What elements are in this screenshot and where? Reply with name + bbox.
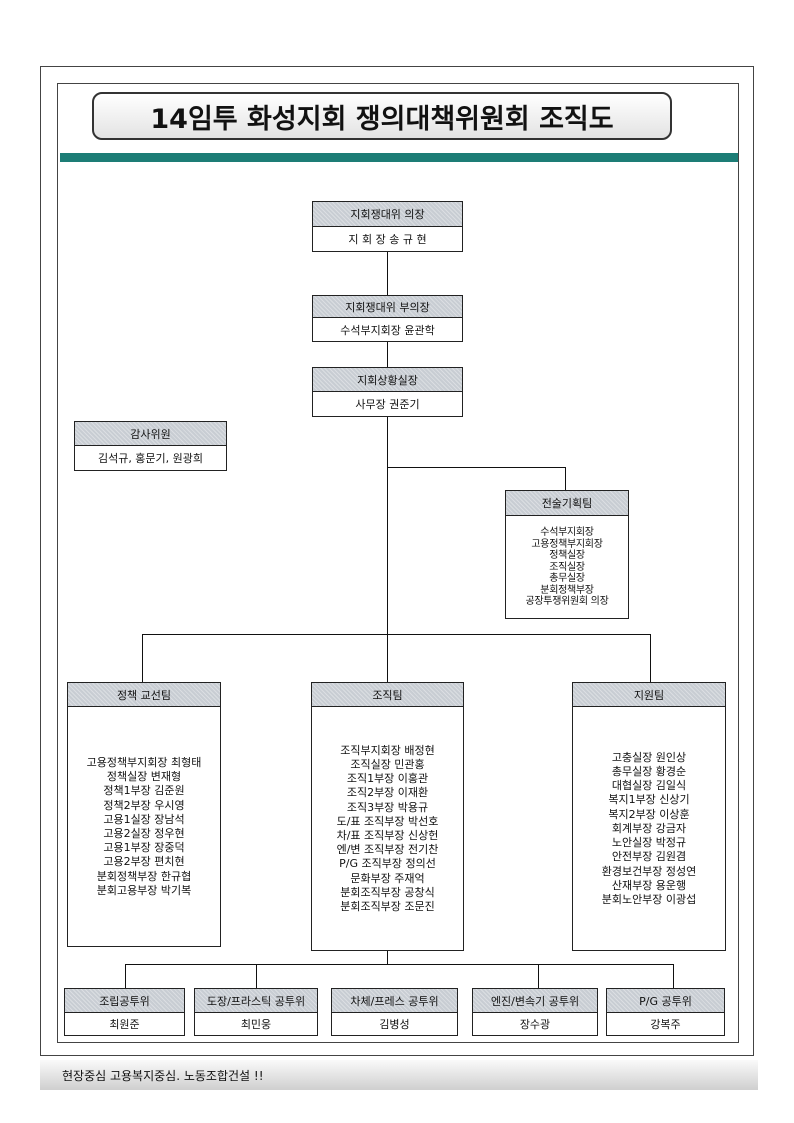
sub-committee-role: 도장/프라스틱 공투위 (195, 989, 317, 1013)
sub-committee-role: 조립공투위 (65, 989, 184, 1013)
list-item: 복지2부장 이상훈 (608, 807, 690, 821)
situation-name: 사무장 권준기 (355, 398, 420, 411)
audit-role: 감사위원 (75, 422, 226, 446)
list-item: 차/표 조직부장 신상헌 (336, 829, 439, 842)
org-team-box: 조직팀 조직부지회장 배정현 조직실장 민관홍 조직1부장 이홍관 조직2부장 … (311, 682, 464, 951)
connector (650, 634, 651, 682)
org-team-members: 조직부지회장 배정현 조직실장 민관홍 조직1부장 이홍관 조직2부장 이재환 … (312, 707, 463, 951)
connector (142, 634, 650, 635)
list-item: 조직실장 (549, 561, 585, 573)
list-item: 고용2부장 편치현 (103, 855, 185, 869)
list-item: 총무실장 (549, 573, 585, 585)
list-item: 도/표 조직부장 박선호 (336, 814, 439, 828)
list-item: 분회정책부장 한규협 (96, 869, 192, 883)
strategy-team-role: 전술기획팀 (506, 491, 628, 516)
sub-committee-name: 김병성 (379, 1018, 410, 1031)
list-item: 조직실장 민관홍 (350, 757, 425, 771)
sub-committee-role: P/G 공투위 (607, 989, 724, 1013)
list-item: 고용2실장 정우현 (103, 827, 185, 840)
audit-box: 감사위원 김석규, 홍문기, 원광희 (74, 421, 227, 471)
list-item: 정책1부장 김준원 (103, 784, 185, 798)
support-team-members: 고충실장 원인상 총무실장 황경순 대협실장 김일식 복지1부장 신상기 복지2… (573, 707, 725, 951)
list-item: 문화부장 주재억 (350, 871, 425, 885)
title-underline (60, 153, 738, 162)
chair-box: 지회쟁대위 의장 지 회 장 송 규 현 (312, 201, 463, 252)
strategy-team-members: 수석부지회장 고용정책부지회장 정책실장 조직실장 총무실장 분회정책부장 공장… (506, 516, 628, 619)
sub-committee-role: 엔진/변속기 공투위 (473, 989, 597, 1013)
sub-committee-pg: P/G 공투위 강복주 (606, 988, 725, 1036)
policy-team-members: 고용정책부지회장 최형태 정책실장 변재형 정책1부장 김준원 정책2부장 우시… (68, 707, 220, 947)
list-item: 수석부지회장 (540, 527, 594, 539)
list-item: 대협실장 김일식 (611, 779, 687, 793)
list-item: 고용정책부지회장 (531, 538, 603, 550)
situation-role: 지회상황실장 (313, 368, 462, 392)
connector (538, 964, 539, 988)
list-item: 정책실장 (549, 550, 585, 562)
audit-members: 김석규, 홍문기, 원광희 (97, 452, 204, 465)
list-item: 복지1부장 신상기 (608, 793, 690, 807)
list-item: 안전부장 김원겸 (611, 850, 687, 864)
list-item: 회계부장 강금자 (611, 821, 687, 835)
connector (387, 416, 388, 682)
inner-frame (57, 83, 739, 1043)
chair-name: 지 회 장 송 규 현 (348, 233, 427, 246)
connector (142, 634, 143, 682)
list-item: 분회노안부장 이광섭 (601, 892, 697, 906)
list-item: 고용정책부지회장 최형태 (86, 755, 202, 769)
sub-committee-name: 강복주 (650, 1018, 681, 1031)
outer-frame (40, 66, 754, 1056)
sub-committee-assembly: 조립공투위 최원준 (64, 988, 185, 1036)
list-item: 분회조직부장 공창식 (340, 885, 435, 899)
list-item: 환경보건부장 정성연 (601, 864, 697, 878)
strategy-team-box: 전술기획팀 수석부지회장 고용정책부지회장 정책실장 조직실장 총무실장 분회정… (505, 490, 629, 619)
list-item: 조직1부장 이홍관 (346, 772, 429, 786)
list-item: 조직3부장 박용규 (346, 800, 429, 814)
list-item: 분회고용부장 박기복 (96, 883, 192, 897)
list-item: 고충실장 원인상 (611, 750, 687, 764)
connector (387, 251, 388, 296)
situation-box: 지회상황실장 사무장 권준기 (312, 367, 463, 417)
sub-committee-engine-transmission: 엔진/변속기 공투위 장수광 (472, 988, 598, 1036)
list-item: 공장투쟁위원회 의장 (525, 596, 609, 608)
list-item: 엔/변 조직부장 전기찬 (336, 843, 439, 857)
sub-committee-name: 최민웅 (240, 1018, 272, 1031)
org-team-role: 조직팀 (312, 683, 463, 707)
connector (256, 964, 257, 988)
policy-team-role: 정책 교선팀 (68, 683, 220, 707)
connector (565, 467, 566, 490)
page-title: 14임투 화성지회 쟁의대책위원회 조직도 (92, 92, 672, 140)
list-item: 고용1실장 장남석 (103, 812, 185, 826)
connector (387, 341, 388, 367)
sub-committee-name: 최원준 (109, 1018, 140, 1031)
sub-committee-role: 차체/프레스 공투위 (332, 989, 457, 1013)
list-item: 총무실장 황경순 (611, 765, 687, 779)
sub-committee-name: 장수광 (519, 1018, 551, 1031)
support-team-role: 지원팀 (573, 683, 725, 707)
vice-chair-name: 수석부지회장 윤관학 (340, 323, 435, 337)
list-item: P/G 조직부장 정의선 (339, 857, 436, 871)
sub-committee-body-press: 차체/프레스 공투위 김병성 (331, 988, 458, 1036)
connector (387, 951, 388, 965)
list-item: 정책실장 변재형 (106, 770, 182, 784)
footer-bar: 현장중심 고용복지중심. 노동조합건설 !! (40, 1060, 758, 1090)
chair-role: 지회쟁대위 의장 (313, 202, 462, 227)
list-item: 고용1부장 장중덕 (103, 841, 185, 855)
list-item: 분회조직부장 조문진 (340, 900, 435, 914)
support-team-box: 지원팀 고충실장 원인상 총무실장 황경순 대협실장 김일식 복지1부장 신상기… (572, 682, 726, 951)
list-item: 조직2부장 이재환 (346, 786, 429, 800)
list-item: 노안실장 박정규 (611, 836, 687, 850)
connector (125, 964, 673, 965)
connector (673, 964, 674, 988)
connector (387, 467, 566, 468)
vice-chair-role: 지회쟁대위 부의장 (313, 296, 462, 318)
vice-chair-box: 지회쟁대위 부의장 수석부지회장 윤관학 (312, 295, 463, 342)
footer-slogan: 현장중심 고용복지중심. 노동조합건설 !! (62, 1069, 264, 1083)
list-item: 산재부장 용운행 (611, 878, 687, 892)
policy-team-box: 정책 교선팀 고용정책부지회장 최형태 정책실장 변재형 정책1부장 김준원 정… (67, 682, 221, 947)
list-item: 정책2부장 우시영 (103, 798, 185, 812)
list-item: 분회정책부장 (540, 584, 594, 596)
connector (125, 964, 126, 988)
list-item: 조직부지회장 배정현 (340, 743, 435, 757)
sub-committee-paint-plastic: 도장/프라스틱 공투위 최민웅 (194, 988, 318, 1036)
